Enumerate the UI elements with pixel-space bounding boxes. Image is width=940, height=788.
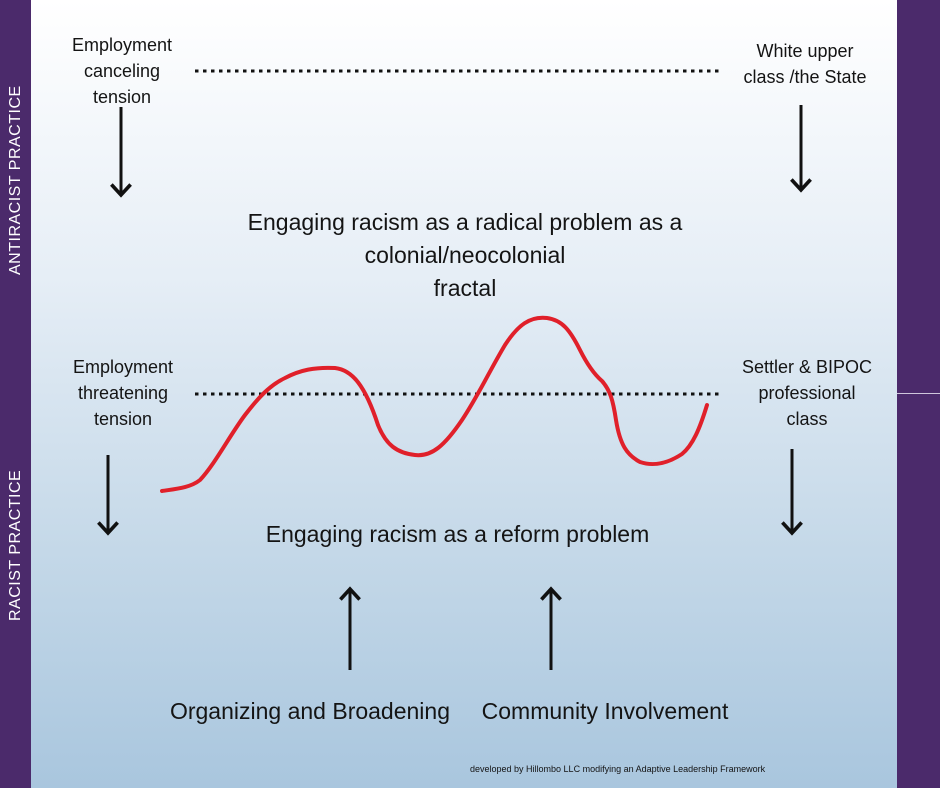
right-purple-band [897, 0, 940, 788]
left-purple-band [0, 0, 31, 788]
employment-canceling-tension-label: Employment canceling tension [71, 35, 173, 107]
radical-problem-text: Engaging racism as a radical problem as … [247, 209, 683, 301]
community-involvement-label: Community Involvement [481, 698, 729, 724]
tension-wave [160, 315, 709, 493]
organizing-broadening-label: Organizing and Broadening [169, 698, 451, 724]
footer-credit: developed by Hillombo LLC modifying an A… [470, 764, 766, 774]
diagram-canvas [31, 0, 897, 788]
right-band-divider [897, 393, 940, 394]
reform-problem-text: Engaging racism as a reform problem [265, 521, 650, 547]
employment-threatening-tension-label: Employment threatening tension [72, 357, 174, 429]
white-upper-class-label: White upper class /the State [743, 41, 867, 87]
settler-bipoc-class-label: Settler & BIPOC professional class [741, 357, 873, 429]
